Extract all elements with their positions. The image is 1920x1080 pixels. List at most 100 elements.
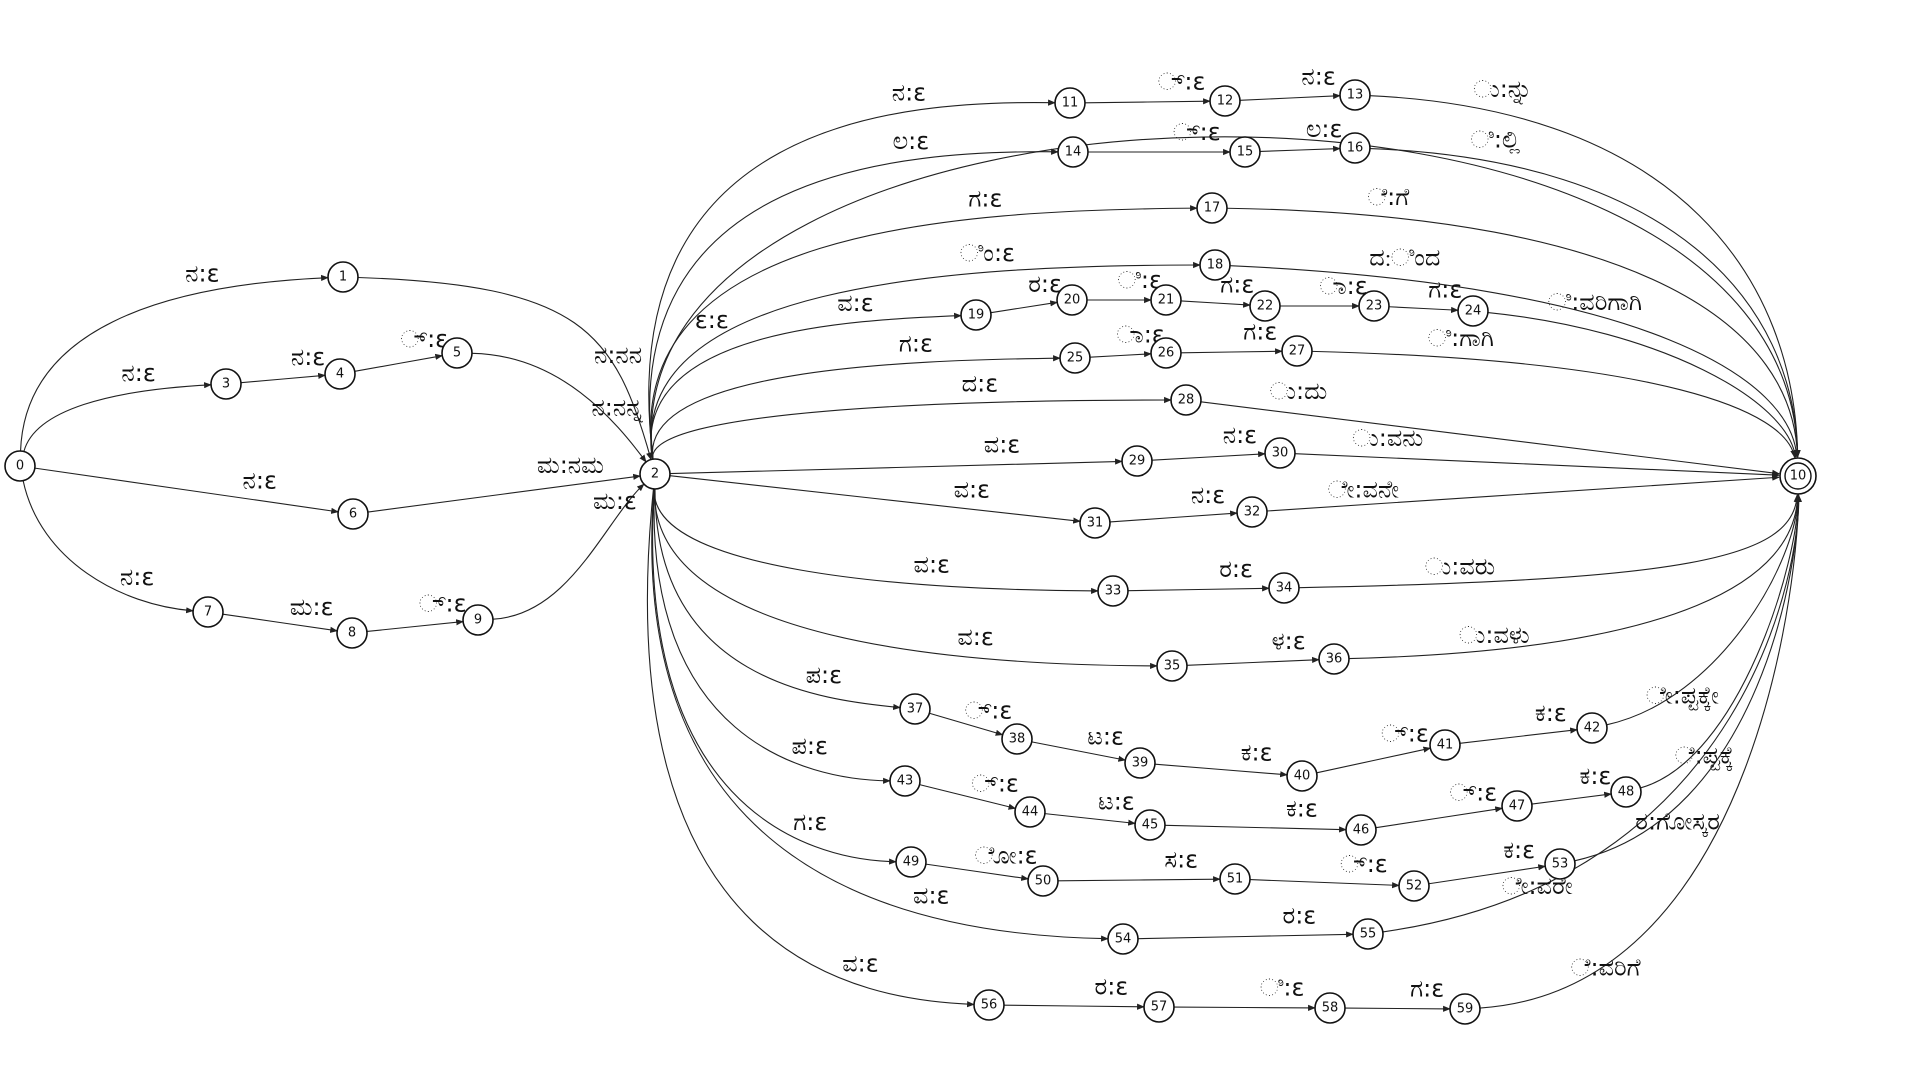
edge-15-16 — [1259, 145, 1341, 153]
edge-label-2-18: ಿಂ:ε — [960, 239, 1015, 267]
edge-18-10 — [1229, 265, 1800, 458]
state-11: 11 — [1054, 87, 1086, 119]
edge-label-45-46: ಕ:ε — [1286, 795, 1318, 823]
edge-57-58 — [1173, 1004, 1316, 1011]
edge-label-22-23: ಾ:ε — [1319, 272, 1368, 300]
state-label-58: 58 — [1322, 1001, 1339, 1016]
edge-2-56 — [647, 488, 975, 1008]
state-circle-59 — [1449, 993, 1481, 1025]
state-label-32: 32 — [1244, 505, 1261, 520]
state-circle-54 — [1107, 923, 1139, 955]
edge-23-24 — [1388, 306, 1459, 313]
state-label-23: 23 — [1366, 299, 1383, 314]
state-label-57: 57 — [1151, 1000, 1168, 1015]
edge-39-40 — [1154, 763, 1288, 778]
state-circle-9 — [462, 604, 494, 636]
state-21: 21 — [1150, 284, 1182, 316]
edge-label-54-55: ರ:ε — [1283, 901, 1317, 929]
state-label-9: 9 — [474, 613, 482, 628]
edge-label-6-2: ಮ:ನಮ — [537, 451, 604, 479]
state-circle-52 — [1398, 870, 1430, 902]
edge-25-26 — [1089, 351, 1152, 358]
state-label-31: 31 — [1087, 516, 1104, 531]
edge-label-13-10: ು:ನ್ನು — [1473, 75, 1532, 105]
state-circle-12 — [1209, 85, 1241, 117]
state-label-30: 30 — [1272, 446, 1289, 461]
edge-2-10 — [650, 136, 1801, 460]
edge-label-38-39: ಟ:ε — [1087, 722, 1124, 750]
edge-label-11-12: ್:ε — [1158, 68, 1206, 96]
state-circle-17 — [1196, 192, 1228, 224]
state-44: 44 — [1014, 796, 1046, 828]
edge-label-2-56: ವ:ε — [842, 950, 878, 978]
state-circle-40 — [1286, 760, 1318, 792]
edge-2-14 — [649, 148, 1059, 460]
state-label-44: 44 — [1022, 805, 1039, 820]
state-circle-15 — [1229, 136, 1261, 168]
state-0: 0 — [4, 450, 36, 482]
state-label-26: 26 — [1158, 346, 1175, 361]
edge-28-10 — [1200, 401, 1780, 476]
edge-label-0-6: ನ:ε — [243, 467, 277, 495]
state-58: 58 — [1314, 992, 1346, 1024]
state-label-59: 59 — [1457, 1002, 1474, 1017]
edge-label-9-2: ಮ:ε — [593, 487, 637, 515]
state-49: 49 — [895, 846, 927, 878]
edge-label-5-2: ನ:ನನ್ನ — [591, 394, 643, 423]
edge-2-33 — [653, 488, 1099, 594]
state-label-19: 19 — [968, 308, 985, 323]
state-circle-36 — [1318, 643, 1350, 675]
state-33: 33 — [1097, 575, 1129, 607]
state-circle-5 — [441, 337, 473, 369]
state-label-43: 43 — [897, 774, 914, 789]
state-6: 6 — [337, 498, 369, 530]
edge-label-12-13: ನ:ε — [1301, 63, 1335, 91]
state-circle-13 — [1339, 79, 1371, 111]
state-47: 47 — [1501, 790, 1533, 822]
edge-2-28 — [652, 396, 1172, 460]
edge-label-15-16: ಲ:ε — [1306, 115, 1343, 143]
edge-44-45 — [1044, 813, 1136, 826]
edge-label-16-10: ಿ:ಲ್ಲಿ — [1470, 126, 1520, 154]
state-55: 55 — [1352, 918, 1384, 950]
state-label-21: 21 — [1158, 293, 1175, 308]
edge-2-35 — [653, 488, 1158, 669]
edge-label-57-58: ಿ:ε — [1260, 974, 1305, 1002]
edge-32-10 — [1266, 474, 1780, 512]
edge-label-52-53: ಕ:ε — [1503, 836, 1535, 864]
state-36: 36 — [1318, 643, 1350, 675]
edge-43-44 — [919, 784, 1017, 810]
state-circle-25 — [1059, 342, 1091, 374]
state-52: 52 — [1398, 870, 1430, 902]
state-label-4: 4 — [336, 367, 344, 382]
state-label-18: 18 — [1207, 258, 1224, 273]
edge-label-0-3: ನ:ε — [121, 359, 155, 387]
state-circle-38 — [1001, 723, 1033, 755]
state-label-56: 56 — [981, 998, 998, 1013]
edge-2-18 — [650, 261, 1201, 460]
edge-30-10 — [1294, 453, 1780, 478]
state-circle-30 — [1264, 437, 1296, 469]
state-28: 28 — [1170, 384, 1202, 416]
state-circle-4 — [324, 358, 356, 390]
state-45: 45 — [1134, 809, 1166, 841]
edge-0-6 — [34, 467, 339, 514]
state-43: 43 — [889, 765, 921, 797]
state-4: 4 — [324, 358, 356, 390]
state-35: 35 — [1156, 650, 1188, 682]
state-circle-43 — [889, 765, 921, 797]
state-38: 38 — [1001, 723, 1033, 755]
state-label-7: 7 — [204, 605, 212, 620]
edge-40-41 — [1316, 746, 1432, 774]
state-15: 15 — [1229, 136, 1261, 168]
edge-label-53-10: ರ:ಗೋಸ್ಕರ — [1635, 808, 1720, 838]
state-34: 34 — [1268, 572, 1300, 604]
state-label-28: 28 — [1178, 393, 1195, 408]
edge-label-33-34: ರ:ε — [1219, 555, 1253, 583]
state-circle-26 — [1150, 337, 1182, 369]
state-circle-55 — [1352, 918, 1384, 950]
edge-58-59 — [1344, 1005, 1451, 1012]
state-39: 39 — [1124, 747, 1156, 779]
state-label-6: 6 — [349, 507, 357, 522]
